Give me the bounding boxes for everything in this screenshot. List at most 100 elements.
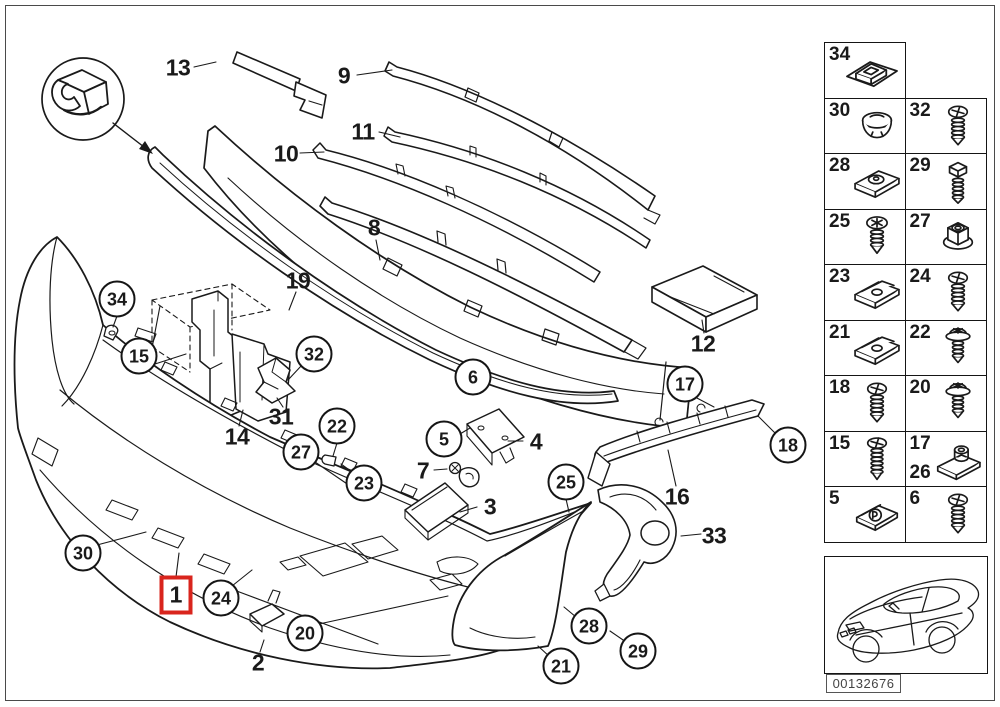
- bracket-13-drawing: [232, 51, 327, 119]
- car-sketch-icon: [836, 578, 980, 663]
- part-label-16[interactable]: 16: [664, 483, 690, 510]
- fastener-cell-30[interactable]: 30: [824, 97, 906, 155]
- fastener-cell-6[interactable]: 6: [904, 486, 987, 543]
- fastener-number: 18: [829, 377, 851, 398]
- part-label-23[interactable]: 23: [345, 464, 383, 502]
- fastener-cell-28[interactable]: 28: [824, 153, 906, 210]
- part-label-25[interactable]: 25: [547, 463, 585, 501]
- bracket-12-drawing: [651, 265, 758, 333]
- detail-circle: [41, 57, 125, 141]
- square-grommet-icon: [846, 61, 898, 88]
- screw-phillips-icon: [947, 493, 968, 534]
- fastener-cell-21[interactable]: 21: [824, 319, 906, 377]
- part-label-4[interactable]: 4: [529, 428, 543, 455]
- screw-phillips-icon: [947, 271, 968, 312]
- fastener-number: 5: [829, 488, 840, 509]
- part-label-2[interactable]: 2: [251, 649, 265, 676]
- part-label-30[interactable]: 30: [64, 534, 102, 572]
- screw-torx-washer-icon: [944, 382, 971, 419]
- part-label-5[interactable]: 5: [425, 420, 463, 458]
- part-label-6[interactable]: 6: [454, 358, 492, 396]
- part-label-15[interactable]: 15: [120, 337, 158, 375]
- grille-strip-11-drawing: [383, 126, 651, 249]
- part-label-22[interactable]: 22: [318, 407, 356, 445]
- fastener-cell-29[interactable]: 29: [904, 153, 987, 210]
- bracket-4-drawing: [466, 408, 525, 466]
- part-label-13[interactable]: 13: [165, 54, 191, 81]
- p-clip-icon: [855, 504, 899, 532]
- clip-nut-stud-icon: [936, 444, 981, 480]
- part-label-8[interactable]: 8: [367, 214, 381, 241]
- detail-arrow: [112, 122, 153, 154]
- fastener-cell-20[interactable]: 20: [904, 375, 987, 432]
- grille-strip-8-drawing: [319, 196, 647, 360]
- part-label-18[interactable]: 18: [769, 426, 807, 464]
- part-label-20[interactable]: 20: [286, 614, 324, 652]
- part-label-32[interactable]: 32: [295, 335, 333, 373]
- cover-3-drawing: [404, 482, 469, 541]
- grille-strip-9-drawing: [384, 61, 661, 225]
- clip-nut-dome-icon: [854, 170, 900, 199]
- part-label-14[interactable]: 14: [224, 423, 250, 450]
- fastener-number: 22: [909, 321, 931, 343]
- part-label-24[interactable]: 24: [202, 579, 240, 617]
- part-label-7[interactable]: 7: [416, 457, 430, 484]
- part-label-29[interactable]: 29: [619, 632, 657, 670]
- part-label-19[interactable]: 19: [285, 267, 311, 294]
- fastener-number: 24: [909, 266, 931, 287]
- screw-torx-washer-icon: [944, 326, 971, 363]
- fastener-number: 21: [829, 321, 851, 343]
- fastener-cell-22[interactable]: 22: [904, 319, 987, 377]
- hex-bolt-icon: [948, 161, 967, 204]
- clip-nut-icon: [854, 335, 900, 365]
- part-label-21[interactable]: 21: [542, 647, 580, 685]
- round-plug-icon: [861, 111, 893, 138]
- screw-phillips-long-icon: [866, 436, 888, 480]
- fastener-row: 28 29: [824, 153, 988, 210]
- fastener-cell-18[interactable]: 18: [824, 375, 906, 432]
- clip-7-drawing: [448, 461, 480, 488]
- fastener-row: 21 22: [824, 319, 988, 377]
- rail-16-drawing: [587, 399, 765, 487]
- part-label-31[interactable]: 31: [268, 403, 294, 430]
- part-label-17[interactable]: 17: [666, 365, 704, 403]
- fastener-cell-15[interactable]: 15: [824, 430, 906, 488]
- part-label-27[interactable]: 27: [282, 433, 320, 471]
- fastener-number: 29: [909, 155, 931, 176]
- part-label-1[interactable]: 1: [159, 575, 193, 615]
- fastener-cell-34[interactable]: 34: [824, 42, 906, 99]
- clip-31-drawing: [255, 357, 296, 404]
- part-label-12[interactable]: 12: [690, 330, 716, 357]
- part-label-33[interactable]: 33: [701, 522, 727, 549]
- fastener-cell-5[interactable]: 5: [824, 486, 906, 543]
- fastener-cell-32[interactable]: 32: [904, 97, 987, 155]
- bracket-33-drawing: [594, 484, 677, 602]
- fastener-number: 28: [829, 155, 851, 176]
- part-label-34[interactable]: 34: [98, 280, 136, 318]
- screw-phillips-icon: [866, 382, 888, 423]
- fastener-number: 34: [829, 44, 851, 65]
- part-label-3[interactable]: 3: [483, 493, 497, 520]
- part-label-9[interactable]: 9: [337, 62, 351, 89]
- fastener-cell-23[interactable]: 23: [824, 264, 906, 321]
- part-label-10[interactable]: 10: [273, 140, 299, 167]
- part-label-11[interactable]: 11: [351, 118, 375, 145]
- fastener-number: 20: [909, 377, 931, 398]
- fastener-cell-24[interactable]: 24: [904, 264, 987, 321]
- part-label-28[interactable]: 28: [570, 607, 608, 645]
- fastener-row: 34: [824, 42, 988, 99]
- fastener-cell-25[interactable]: 25: [824, 208, 906, 266]
- clip-nut-icon: [854, 280, 900, 310]
- corner-piece-drawing: [451, 501, 592, 652]
- fastener-cell-27[interactable]: 27: [904, 208, 987, 266]
